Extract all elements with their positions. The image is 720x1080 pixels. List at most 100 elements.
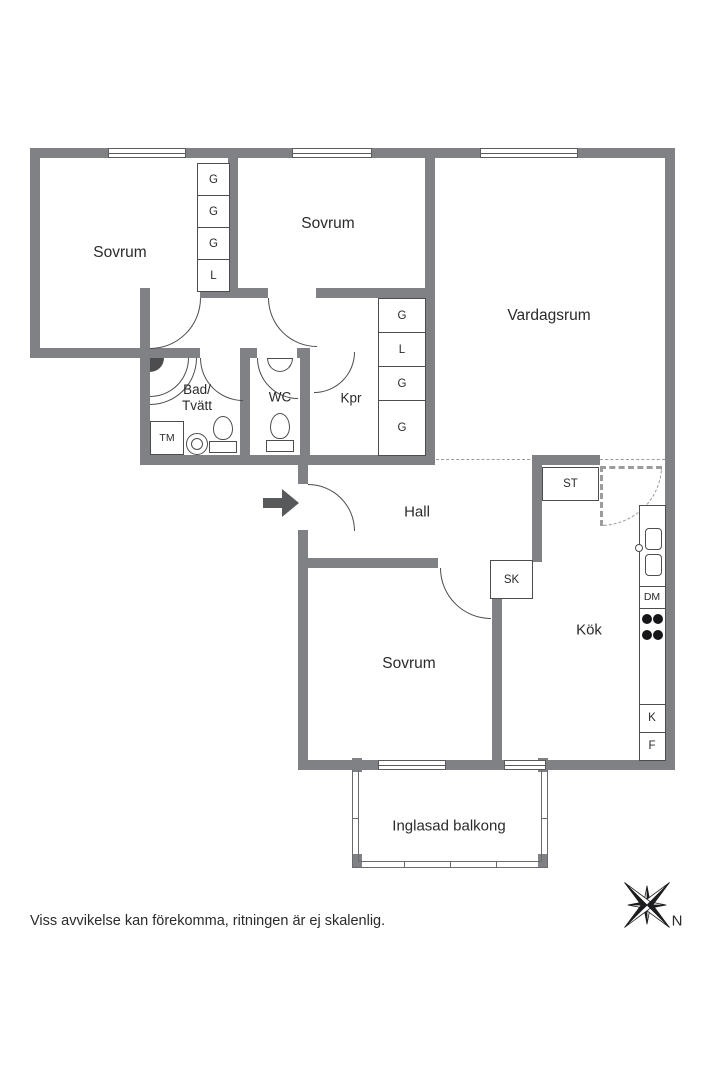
faucet-icon — [635, 544, 643, 552]
balcony-wall-stub — [352, 854, 362, 868]
closet-cell: G — [197, 227, 230, 260]
compass-north-label: N — [671, 912, 683, 930]
disclaimer-text: Viss avvikelse kan förekomma, ritningen … — [30, 913, 386, 929]
toilet-tank-icon — [209, 441, 237, 453]
open-passage-line — [600, 459, 665, 460]
closet-label: G — [209, 205, 218, 218]
wall-segment — [316, 288, 435, 298]
closet-label: G — [397, 377, 407, 390]
balcony-wall-stub — [538, 854, 548, 868]
stove-burner-icon — [642, 630, 652, 640]
cleaning-closet: ST — [542, 467, 599, 501]
dishwasher-label: DM — [643, 591, 661, 603]
room-label-kpr: Kpr — [340, 390, 362, 406]
closet-label: G — [209, 173, 218, 186]
counter-divider — [639, 732, 666, 733]
room-label-bath-line1: Bad/ — [183, 381, 211, 397]
closet-label: G — [397, 422, 407, 434]
closet-cell: G — [378, 366, 426, 401]
toilet-tank-icon — [266, 440, 294, 452]
counter-divider — [639, 704, 666, 705]
freezer-label: F — [648, 740, 656, 752]
closet-cell: G — [197, 195, 230, 228]
stove-burner-icon — [653, 614, 663, 624]
door-swing — [308, 484, 355, 531]
wall-segment — [298, 465, 308, 484]
wall-segment — [140, 455, 435, 465]
wall-segment — [297, 348, 310, 358]
wall-segment — [228, 148, 238, 298]
wall-segment — [300, 348, 310, 465]
kitchen-sink-icon — [645, 528, 662, 550]
wall-segment — [30, 348, 150, 358]
closet-label: G — [397, 309, 407, 322]
wall-segment — [240, 348, 250, 465]
closet-cell: G — [197, 163, 230, 196]
wall-segment — [425, 148, 435, 465]
door-swing — [268, 298, 317, 347]
hall-closet-label: SK — [503, 573, 520, 586]
open-passage-line — [436, 459, 530, 460]
closet-cell: L — [378, 332, 426, 367]
sink-icon — [191, 438, 203, 450]
closet-cell: L — [197, 259, 230, 292]
balcony-wall-stub — [352, 758, 362, 772]
stove-burner-icon — [653, 630, 663, 640]
counter-divider — [639, 608, 666, 609]
glazing-mullion — [496, 862, 497, 868]
room-label-bath-line2: Tvätt — [181, 398, 213, 413]
balcony-glazing — [358, 770, 542, 862]
glazing-mullion — [542, 818, 548, 819]
window — [292, 148, 372, 158]
glazing-mullion — [450, 862, 451, 868]
closet-cell: G — [378, 400, 426, 456]
stove-burner-icon — [642, 614, 652, 624]
window — [108, 148, 186, 158]
door-swing — [440, 568, 491, 619]
wall-segment — [140, 348, 200, 358]
door-swing — [314, 352, 355, 393]
room-label-kitchen: Kök — [576, 621, 602, 639]
glazing-mullion — [352, 818, 358, 819]
room-label-living: Vardagsrum — [507, 307, 591, 324]
entry-arrow-icon — [263, 489, 299, 517]
fridge-label: K — [648, 712, 656, 724]
room-label-wc: WC — [268, 389, 292, 405]
room-label-balcony: Inglasad balkong — [392, 817, 506, 835]
hall-closet: SK — [490, 560, 533, 599]
room-label-bath: Bad/ Tvätt — [182, 382, 212, 414]
wall-segment — [532, 455, 600, 465]
wall-segment — [30, 148, 40, 358]
wall-segment — [665, 148, 675, 770]
closet-label: L — [398, 343, 406, 356]
wall-segment — [140, 288, 150, 465]
kitchen-sink-icon — [645, 554, 662, 576]
balcony-door — [504, 760, 546, 770]
wall-segment — [298, 760, 378, 770]
wall-segment — [546, 760, 675, 770]
cleaning-closet-label: ST — [563, 478, 578, 490]
wall-segment — [242, 348, 257, 358]
washing-machine: TM — [150, 421, 184, 455]
toilet-icon — [270, 413, 290, 439]
toilet-icon — [213, 416, 233, 440]
counter-divider — [639, 586, 666, 587]
entry-door-opening — [298, 484, 308, 530]
room-label-hall: Hall — [404, 503, 430, 521]
wall-segment — [298, 530, 308, 760]
glazing-mullion — [404, 862, 405, 868]
room-label-bedroom3: Sovrum — [382, 655, 436, 672]
room-label-bedroom2: Sovrum — [301, 215, 355, 232]
room-label-bedroom1: Sovrum — [93, 244, 147, 261]
closet-label: L — [210, 269, 217, 282]
washing-machine-label: TM — [159, 432, 175, 444]
door-swing — [150, 298, 201, 349]
window — [480, 148, 578, 158]
wall-segment — [446, 760, 504, 770]
wall-segment — [492, 598, 502, 760]
closet-label: G — [209, 237, 218, 250]
closet-cell: G — [378, 298, 426, 333]
compass-rose-icon — [624, 882, 670, 928]
balcony-door — [378, 760, 446, 770]
